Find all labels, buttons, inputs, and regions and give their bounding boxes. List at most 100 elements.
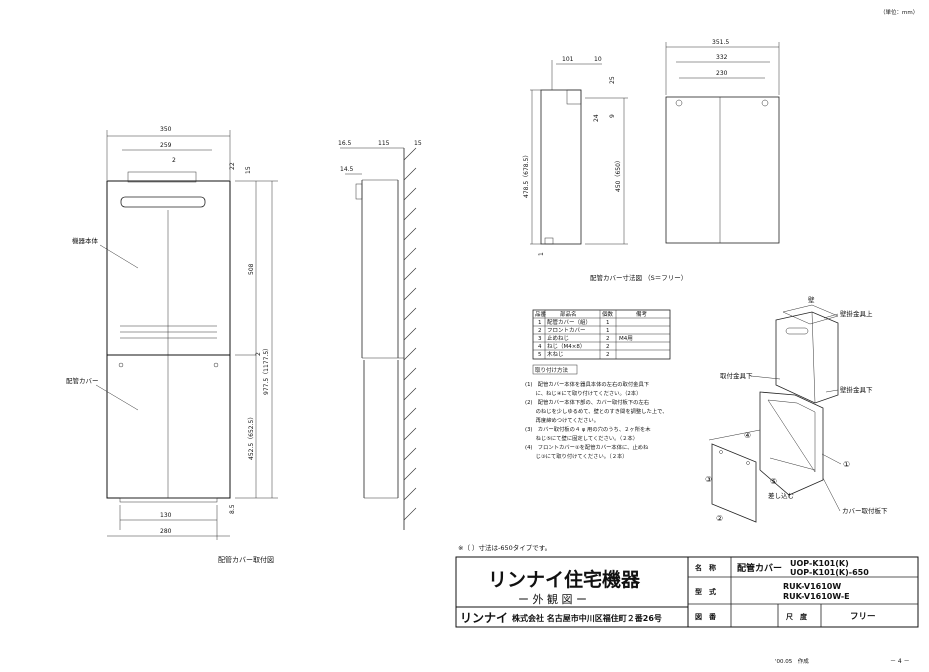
label-bracket-lower: 取付金具下: [720, 371, 753, 380]
table-cell: 4: [538, 344, 542, 350]
type-label: 型 式: [695, 587, 716, 596]
name-value: 配管カバー: [737, 562, 782, 574]
install-line: のねじを少しゆるめて、壁とのすき間を調整した上で、: [525, 407, 668, 415]
drawing-no-label: 図 番: [695, 612, 717, 621]
callout-3: ③: [705, 475, 712, 484]
company-short: リンナイ: [460, 611, 508, 625]
dim-130: 130: [160, 512, 172, 519]
dim-9775: 977.5（1177.5）: [263, 345, 270, 395]
wall-hatch: [403, 147, 417, 521]
side-view: 16.5 115 15 14.5: [338, 140, 422, 530]
company-logo: リンナイ住宅機器: [488, 568, 641, 591]
label-cover: 配管カバー: [66, 376, 99, 385]
dim-350: 350: [160, 126, 172, 133]
callout-1: ①: [843, 460, 850, 469]
dim-165: 16.5: [338, 140, 352, 147]
footer-date: '00.05 作成: [775, 657, 809, 665]
dim-115: 115: [378, 140, 390, 147]
dim-9: 9: [609, 114, 616, 118]
th-note: 備考: [636, 310, 648, 318]
callout-4: ④: [744, 431, 751, 440]
dim-24: 24: [593, 114, 600, 122]
dim-101: 101: [562, 56, 574, 63]
table-cell: 止めねじ: [547, 334, 569, 342]
unit-note: （単位：mm）: [880, 8, 918, 16]
dim-230: 230: [716, 70, 728, 77]
heater-top-slot: [120, 196, 206, 208]
dim-85: 8.5: [229, 504, 236, 514]
th-no: 品番: [535, 311, 547, 318]
install-line: (4) フロントカバー②を配管カバー本体に、止めね: [525, 443, 649, 451]
install-title: 取り付け方法: [535, 366, 569, 374]
dim-4525: 452.5（652.5）: [248, 414, 255, 460]
type-1: RUK-V1610W: [783, 582, 841, 591]
table-cell: 木ねじ: [547, 350, 564, 358]
table-cell: 3: [538, 336, 542, 342]
front-view-caption: 配管カバー取付図: [218, 555, 274, 564]
callout-5: ⑤: [770, 477, 777, 486]
dim-280: 280: [160, 528, 172, 535]
model-2: UOP-K101(K)-650: [790, 568, 869, 577]
dim-145: 14.5: [340, 166, 354, 173]
table-cell: 2: [538, 328, 542, 334]
table-cell: 2: [606, 352, 610, 358]
dim-259: 259: [160, 142, 172, 149]
front-view: 350 259 2 22 15 508 977.5（1177.5） 2 452.…: [66, 126, 278, 564]
dim-4785: 478.5（678.5）: [523, 152, 530, 198]
table-cell: 1: [606, 320, 610, 326]
table-cell: M4用: [619, 335, 633, 342]
table-cell: 1: [606, 328, 610, 334]
company-address: 株式会社 名古屋市中川区福住町２番26号: [512, 613, 662, 623]
label-insert: 差し込む: [768, 491, 794, 500]
dim-332: 332: [716, 54, 728, 61]
dim-2: 2: [172, 157, 176, 164]
type-2: RUK-V1610W-E: [783, 592, 850, 601]
install-line: (3) カバー取付板の４ φ 用の穴のうち、２ヶ所を木: [525, 425, 651, 433]
title-block: リンナイ住宅機器 ー 外 観 図 ー リンナイ 株式会社 名古屋市中川区福住町２…: [455, 556, 919, 628]
footnote: ※（ ）寸法は-650タイプです。: [458, 543, 551, 552]
label-wall-bracket-lower: 壁掛金具下: [840, 385, 873, 394]
table-cell: 2: [606, 344, 610, 350]
table-cell: フロントカバー: [547, 327, 586, 334]
table-cell: ねじ（M4×8）: [547, 343, 585, 350]
pipe-cover-outline: [106, 354, 231, 499]
dim-508: 508: [248, 263, 255, 275]
install-line: (1) 配管カバー本体を器具本体の左右の取付金具下: [525, 380, 649, 388]
label-wall: 壁: [808, 295, 815, 304]
label-body: 機器本体: [72, 236, 99, 245]
dim-15: 15: [245, 166, 252, 174]
cover-3d: [759, 391, 824, 496]
th-name: 部品名: [560, 310, 577, 318]
install-method: 取り付け方法 (1) 配管カバー本体を器具本体の左右の取付金具下 に、ねじ④にて…: [525, 364, 668, 460]
scale-value: フリー: [850, 612, 876, 622]
th-qty: 個数: [602, 310, 614, 318]
front-cover-3d: [711, 443, 757, 523]
table-cell: 配管カバー（組）: [547, 318, 591, 326]
exploded-view: 壁 壁掛金具上 取付金具下 壁掛金具下 差し込む カバー取付板下 ① ② ③ ④…: [705, 295, 888, 523]
callout-2: ②: [716, 514, 723, 523]
scale-label: 尺 度: [785, 612, 808, 621]
drawing-type: ー 外 観 図 ー: [518, 592, 587, 606]
label-wall-bracket-upper: 壁掛金具上: [840, 309, 873, 318]
dim-15b: 15: [414, 140, 422, 147]
install-line: に、ねじ④にて取り付けてください。（2本）: [525, 389, 641, 397]
install-line: ねじ⑤にて壁に固定してください。（２本）: [525, 434, 638, 442]
table-cell: 1: [538, 320, 542, 326]
install-line: (2) 配管カバー本体下部の、カバー取付板下の左右: [525, 398, 649, 406]
dim-25: 25: [609, 76, 616, 84]
dim-1: 1: [538, 252, 545, 256]
name-label: 名 称: [695, 563, 716, 572]
model-1: UOP-K101(K): [790, 559, 849, 568]
table-cell: 5: [538, 352, 542, 358]
dim-10: 10: [594, 56, 602, 63]
table-cell: 2: [606, 336, 610, 342]
dim-450: 450（650）: [615, 157, 622, 192]
install-line: 再度締めつけてください。: [525, 416, 599, 424]
dim-2b: 2: [255, 352, 262, 356]
label-cover-plate-lower: カバー取付板下: [842, 506, 888, 515]
heater-3d: [775, 311, 839, 404]
install-line: じ③にて取り付けてください。（２本）: [525, 452, 628, 460]
parts-table: 品番 部品名 個数 備考 1 配管カバー（組） 1 2 フロントカバー 1 3 …: [532, 309, 671, 360]
dim-3515: 351.5: [712, 39, 729, 46]
